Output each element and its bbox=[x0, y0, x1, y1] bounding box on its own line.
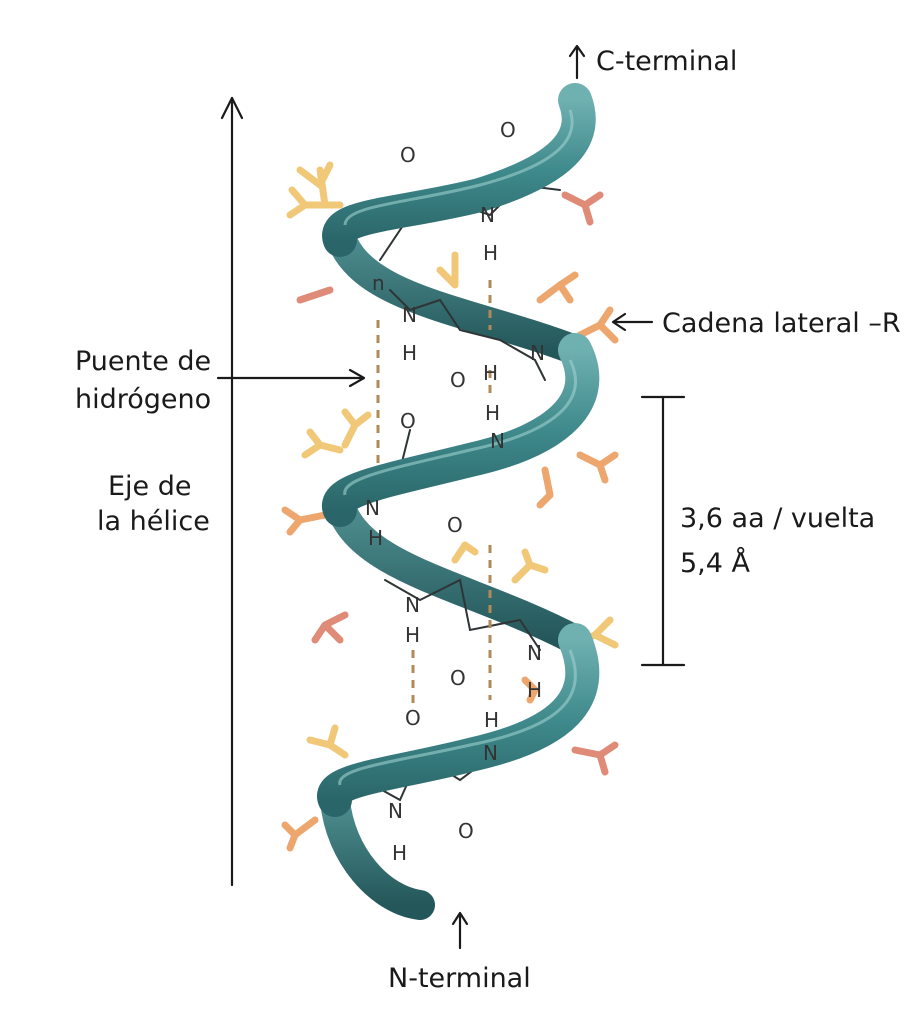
side-chain-r bbox=[341, 408, 372, 449]
side-chain-r bbox=[536, 466, 554, 509]
helix-ribbon-front bbox=[317, 83, 600, 817]
side-chain-r bbox=[576, 306, 619, 344]
hydrogen-bond-marker: Puente de hidrógeno bbox=[75, 346, 366, 415]
hydrogen-atom: H bbox=[392, 841, 407, 865]
hydrogen-atom: H bbox=[402, 341, 417, 365]
hydrogen-atom: H bbox=[405, 623, 420, 647]
hydrogen-bond-label-line1: Puente de bbox=[75, 346, 211, 377]
side-chain-r bbox=[286, 186, 344, 219]
side-chain-r bbox=[296, 161, 334, 209]
pitch-bracket: 3,6 aa / vuelta 5,4 Å bbox=[640, 395, 875, 667]
nitrogen-atom: N bbox=[490, 429, 505, 453]
side-chain-r bbox=[511, 548, 549, 584]
atom-labels: O O N H n N H O H N H O N N H O N H O N … bbox=[365, 118, 545, 865]
nitrogen-atom: N bbox=[527, 641, 542, 665]
side-chain-r bbox=[301, 428, 344, 459]
side-chain-marker: Cadena lateral –R bbox=[611, 308, 901, 339]
n-terminal-label: N-terminal bbox=[388, 963, 531, 994]
side-chain-r bbox=[281, 506, 329, 536]
side-chain-r bbox=[436, 251, 459, 289]
side-chain-r bbox=[536, 271, 579, 304]
side-chain-r bbox=[451, 541, 479, 564]
c-terminal-label: C-terminal bbox=[596, 46, 737, 77]
hydrogen-atom: H bbox=[483, 241, 498, 265]
oxygen-atom: O bbox=[450, 666, 466, 690]
side-chain-r bbox=[521, 676, 539, 704]
hydrogen-atom: H bbox=[485, 401, 500, 425]
side-chain-r bbox=[296, 286, 334, 304]
oxygen-atom: O bbox=[458, 819, 474, 843]
nitrogen-atom: N bbox=[480, 203, 495, 227]
nitrogen-atom: N bbox=[405, 593, 420, 617]
hydrogen-bond-label-line2: hidrógeno bbox=[75, 384, 211, 415]
helix-ribbon-back bbox=[320, 220, 590, 920]
hydrogen-atom: H bbox=[368, 526, 383, 550]
n-terminal-marker: N-terminal bbox=[388, 911, 531, 994]
side-chain-r bbox=[576, 451, 619, 484]
side-chain-r bbox=[571, 741, 619, 776]
nitrogen-atom: N bbox=[530, 341, 545, 365]
oxygen-atom: O bbox=[450, 368, 466, 392]
oxygen-atom: O bbox=[500, 118, 516, 142]
oxygen-atom: O bbox=[400, 409, 416, 433]
helix-axis-label: Eje de la hélice bbox=[97, 471, 210, 537]
pitch-label-line2: 5,4 Å bbox=[680, 547, 751, 579]
oxygen-atom: O bbox=[405, 706, 421, 730]
nitrogen-atom: N bbox=[402, 303, 417, 327]
side-chain-r bbox=[311, 611, 349, 644]
helix-axis-label-line2: la hélice bbox=[97, 506, 210, 537]
hydrogen-atom: H bbox=[483, 361, 498, 385]
nitrogen-atom: N bbox=[483, 741, 498, 765]
side-chain-r bbox=[561, 191, 604, 226]
hydrogen-atom: H bbox=[484, 708, 499, 732]
hydrogen-atom: H bbox=[527, 678, 542, 702]
helix-axis-arrow bbox=[220, 96, 244, 887]
side-chain-r bbox=[281, 816, 319, 852]
oxygen-atom: O bbox=[447, 513, 463, 537]
side-chain-r bbox=[306, 724, 349, 759]
nitrogen-atom: N bbox=[388, 799, 403, 823]
nitrogen-atom: N bbox=[365, 496, 380, 520]
side-chain-label: Cadena lateral –R bbox=[662, 308, 901, 339]
helix-axis-label-line1: Eje de bbox=[108, 471, 192, 502]
hydrogen-bonds bbox=[376, 280, 492, 705]
pitch-label-line1: 3,6 aa / vuelta bbox=[680, 503, 875, 534]
side-chains bbox=[281, 161, 619, 852]
c-terminal-marker: C-terminal bbox=[568, 44, 737, 80]
nitrogen-atom-lower: n bbox=[372, 271, 385, 295]
oxygen-atom: O bbox=[400, 143, 416, 167]
